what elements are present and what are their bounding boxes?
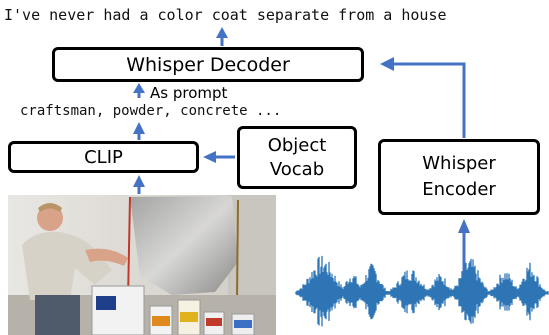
arrow-vocab-to-clip xyxy=(203,151,235,163)
waveform-trace xyxy=(295,255,549,327)
arrow-audio-to-encoder xyxy=(458,219,470,280)
clip-box: CLIP xyxy=(8,141,199,173)
output-transcript: I've never had a color coat separate fro… xyxy=(4,6,447,24)
object-vocab-label-line1: Object xyxy=(267,134,327,156)
arrow-encoder-to-decoder xyxy=(380,57,466,138)
whisper-encoder-label-line2: Encoder xyxy=(422,179,496,200)
arrow-prompt-to-decoder xyxy=(133,83,145,98)
audio-waveform xyxy=(295,255,549,327)
object-vocab-label-line2: Vocab xyxy=(269,158,325,180)
whisper-encoder-box: Whisper Encoder xyxy=(378,139,540,215)
object-vocab-box: Object Vocab xyxy=(237,126,357,189)
whisper-decoder-box: Whisper Decoder xyxy=(52,47,364,82)
whisper-decoder-label: Whisper Decoder xyxy=(126,53,290,76)
input-image xyxy=(8,195,276,335)
arrow-image-to-clip xyxy=(133,175,145,194)
retrieved-objects-text: craftsman, powder, concrete ... xyxy=(20,103,282,119)
whisper-encoder-label-line1: Whisper xyxy=(422,153,496,174)
arrow-decoder-to-output xyxy=(216,27,228,46)
as-prompt-label: As prompt xyxy=(150,84,228,102)
arrow-clip-to-objects xyxy=(133,122,145,140)
clip-label: CLIP xyxy=(84,146,123,168)
